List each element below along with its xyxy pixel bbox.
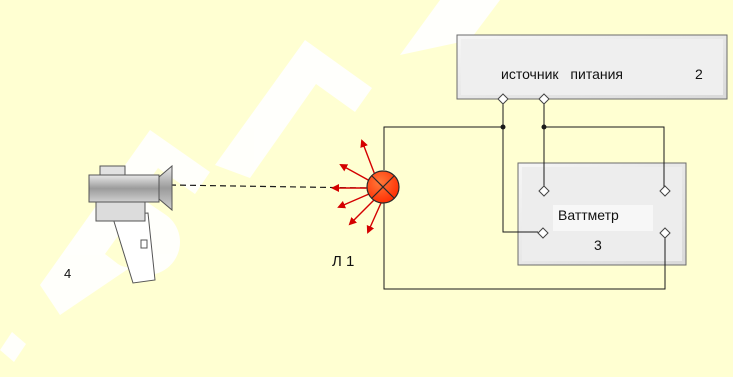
power-source-box bbox=[456, 34, 728, 100]
junction-dot bbox=[541, 124, 547, 130]
lamp-symbol bbox=[366, 170, 400, 204]
terminal bbox=[538, 185, 550, 197]
wattmeter-box bbox=[517, 162, 687, 266]
power-source-label: источник питания bbox=[501, 66, 623, 82]
terminal bbox=[497, 93, 509, 105]
terminals bbox=[497, 93, 671, 239]
wattmeter-number: 3 bbox=[594, 237, 602, 253]
terminal bbox=[537, 227, 549, 239]
watermark-logo bbox=[0, 0, 500, 362]
power-source-number: 2 bbox=[695, 66, 703, 82]
camera-icon bbox=[88, 164, 173, 284]
terminal bbox=[659, 227, 671, 239]
wattmeter-label: Ваттметр bbox=[558, 207, 619, 223]
lamp-label: Л 1 bbox=[332, 253, 355, 270]
terminal bbox=[538, 93, 550, 105]
wires bbox=[383, 99, 666, 290]
junction-dot bbox=[500, 124, 506, 130]
camera-number: 4 bbox=[64, 266, 72, 281]
lamp-rays bbox=[331, 139, 382, 234]
terminal bbox=[659, 185, 671, 197]
